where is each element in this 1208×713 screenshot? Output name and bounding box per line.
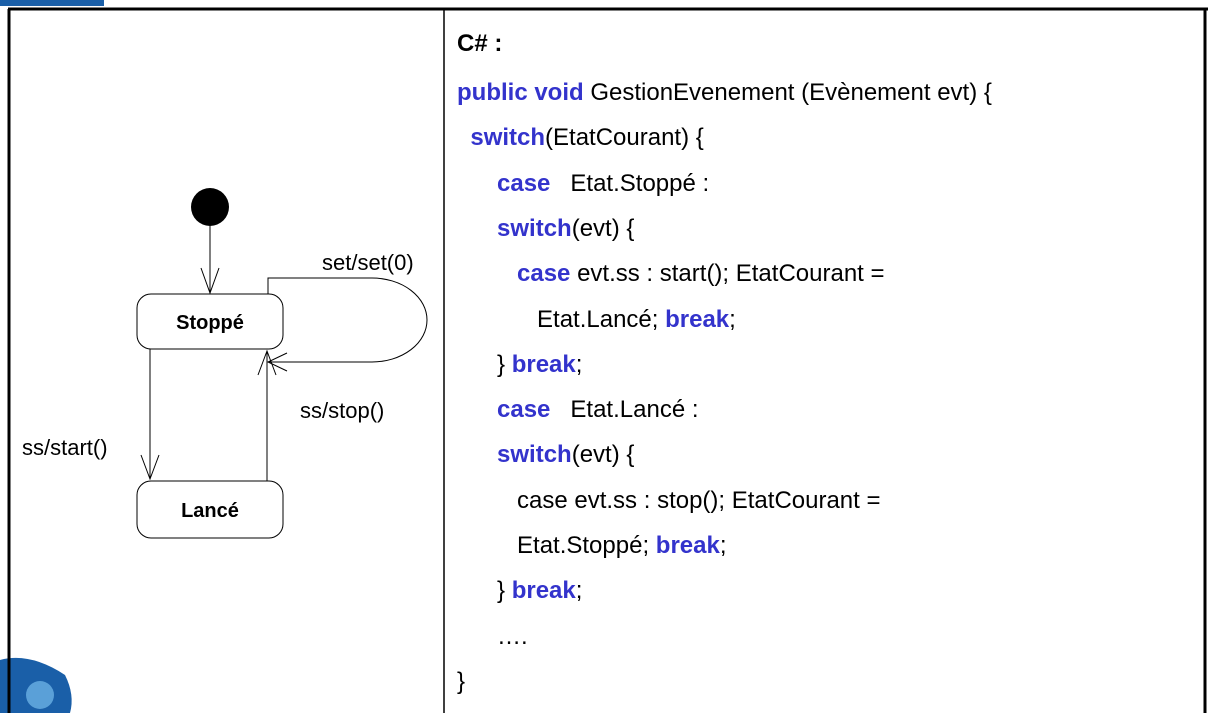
state-stopped-label: Stoppé bbox=[176, 312, 244, 334]
code-text bbox=[457, 260, 517, 287]
code-line: case Etat.Stoppé : bbox=[457, 170, 709, 198]
code-text bbox=[457, 441, 497, 468]
code-text: …. bbox=[457, 622, 528, 650]
code-text: (evt) { bbox=[571, 441, 635, 469]
code-text: ; bbox=[575, 350, 583, 378]
code-line: switch(evt) { bbox=[457, 441, 634, 469]
code-text: ; bbox=[729, 305, 736, 333]
code-text: case evt.ss : stop(); EtatCourant = bbox=[457, 486, 881, 514]
code-line: Etat.Lancé; break; bbox=[457, 306, 736, 334]
code-keyword: case bbox=[517, 260, 571, 288]
logo-top-fragment bbox=[0, 0, 104, 6]
code-keyword: switch bbox=[497, 214, 572, 242]
code-text: ; bbox=[575, 577, 583, 605]
code-line: } break; bbox=[457, 577, 582, 605]
code-line: case evt.ss : stop(); EtatCourant = bbox=[457, 487, 881, 515]
code-keyword: switch bbox=[497, 441, 572, 469]
code-line: …. bbox=[457, 623, 528, 651]
code-heading: C# : bbox=[457, 30, 503, 57]
code-keyword: break bbox=[655, 532, 720, 559]
code-line: case evt.ss : start(); EtatCourant = bbox=[457, 260, 885, 288]
code-text: } bbox=[457, 667, 466, 695]
code-listing: C# : public void GestionEvenement (Evène… bbox=[457, 30, 1197, 710]
code-text: Etat.Lancé : bbox=[550, 396, 699, 424]
code-line: switch(evt) { bbox=[457, 215, 634, 243]
code-keyword: case bbox=[497, 396, 551, 424]
code-text: (EtatCourant) { bbox=[545, 124, 704, 152]
code-text: Etat.Stoppé; bbox=[457, 532, 656, 559]
table-border bbox=[7, 7, 1208, 713]
code-text: Etat.Lancé; bbox=[457, 305, 666, 333]
code-keyword: switch bbox=[470, 124, 546, 152]
initial-state-dot bbox=[191, 188, 229, 226]
code-line: } break; bbox=[457, 351, 582, 379]
code-line: switch(EtatCourant) { bbox=[457, 124, 704, 152]
transition-set-loop bbox=[267, 277, 428, 363]
code-keyword: break bbox=[511, 577, 576, 605]
code-keyword: break bbox=[511, 350, 576, 378]
code-text: Etat.Stoppé : bbox=[550, 169, 710, 197]
state-stopped: Stoppé bbox=[136, 293, 284, 350]
state-diagram: Stoppé Lancé set/set(0) ss/start() ss/st… bbox=[22, 188, 428, 539]
transition-start-label: ss/start() bbox=[22, 435, 108, 460]
code-text: } bbox=[457, 350, 512, 378]
code-text bbox=[457, 396, 497, 423]
code-line: public void GestionEvenement (Evènement … bbox=[457, 79, 992, 107]
code-text: } bbox=[457, 577, 512, 605]
code-keyword: break bbox=[665, 305, 730, 333]
code-keyword: case bbox=[497, 169, 551, 197]
code-text: (evt) { bbox=[571, 214, 635, 242]
code-line: } bbox=[457, 668, 465, 696]
code-text: evt.ss : start(); EtatCourant = bbox=[570, 260, 885, 288]
code-text: ; bbox=[719, 532, 727, 559]
code-keyword: public void bbox=[457, 79, 584, 106]
state-running: Lancé bbox=[136, 480, 284, 539]
code-text: GestionEvenement (Evènement evt) { bbox=[583, 79, 992, 106]
code-line: Etat.Stoppé; break; bbox=[457, 532, 727, 560]
transition-set-label: set/set(0) bbox=[322, 250, 414, 275]
code-text bbox=[457, 170, 497, 197]
code-line: case Etat.Lancé : bbox=[457, 396, 699, 424]
logo-bottom-fragment bbox=[0, 657, 72, 713]
code-text bbox=[457, 124, 470, 151]
code-text bbox=[457, 215, 497, 242]
transition-stop-label: ss/stop() bbox=[300, 398, 384, 423]
state-running-label: Lancé bbox=[181, 500, 239, 522]
